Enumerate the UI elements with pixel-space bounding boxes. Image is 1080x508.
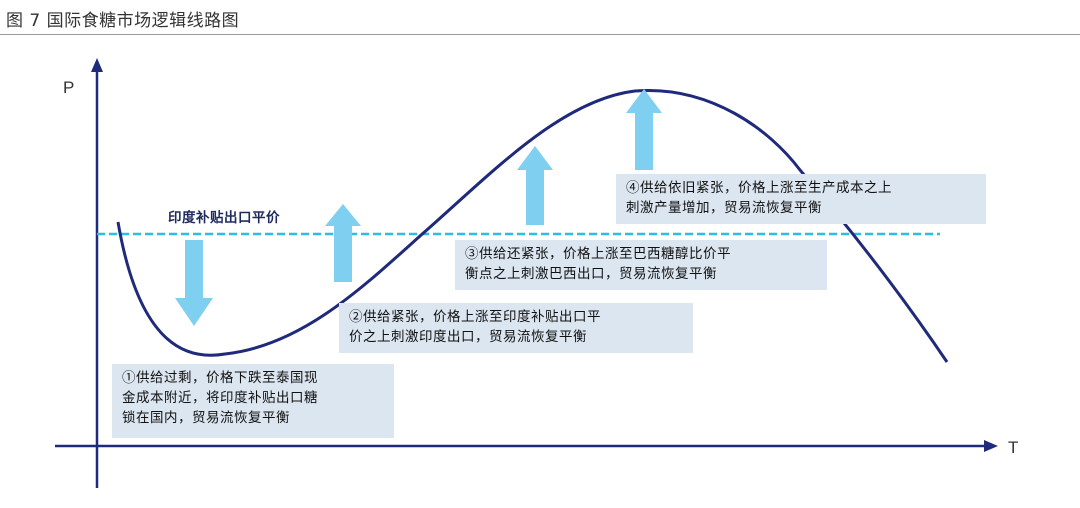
up-arrow-3 xyxy=(626,89,662,170)
reference-line-label: 印度补贴出口平价 xyxy=(168,210,280,226)
y-axis-label: P xyxy=(63,78,75,97)
figure-title: 图 7 国际食糖市场逻辑线路图 xyxy=(6,11,240,31)
up-arrow-2 xyxy=(517,146,553,225)
stage-3-box: ③供给还紧张，价格上涨至巴西糖醇比价平 衡点之上刺激巴西出口，贸易流恢复平衡 xyxy=(455,240,827,290)
down-arrow xyxy=(175,240,213,326)
stage-2-box: ②供给紧张，价格上涨至印度补贴出口平 价之上刺激印度出口，贸易流恢复平衡 xyxy=(339,303,693,353)
stage-3-line-2: 衡点之上刺激巴西出口，贸易流恢复平衡 xyxy=(465,266,717,282)
y-axis-arrow xyxy=(91,58,103,72)
stage-2-line-1: ②供给紧张，价格上涨至印度补贴出口平 xyxy=(349,309,601,325)
up-arrow-1 xyxy=(325,204,361,282)
stage-4-box: ④供给依旧紧张，价格上涨至生产成本之上 刺激产量增加，贸易流恢复平衡 xyxy=(616,174,986,224)
stage-1-line-2: 金成本附近，将印度补贴出口糖 xyxy=(122,390,318,406)
stage-4-line-1: ④供给依旧紧张，价格上涨至生产成本之上 xyxy=(626,180,892,196)
title-divider xyxy=(0,34,1080,35)
stage-1-line-3: 锁在国内，贸易流恢复平衡 xyxy=(122,410,290,426)
x-axis-label: T xyxy=(1008,438,1019,457)
stage-1-box: ①供给过剩，价格下跌至泰国现 金成本附近，将印度补贴出口糖 锁在国内，贸易流恢复… xyxy=(112,364,394,438)
stage-1-line-1: ①供给过剩，价格下跌至泰国现 xyxy=(122,370,318,386)
x-axis-arrow xyxy=(984,440,998,452)
stage-4-line-2: 刺激产量增加，贸易流恢复平衡 xyxy=(626,200,822,216)
stage-3-line-1: ③供给还紧张，价格上涨至巴西糖醇比价平 xyxy=(465,246,731,262)
stage-2-line-2: 价之上刺激印度出口，贸易流恢复平衡 xyxy=(349,329,587,345)
